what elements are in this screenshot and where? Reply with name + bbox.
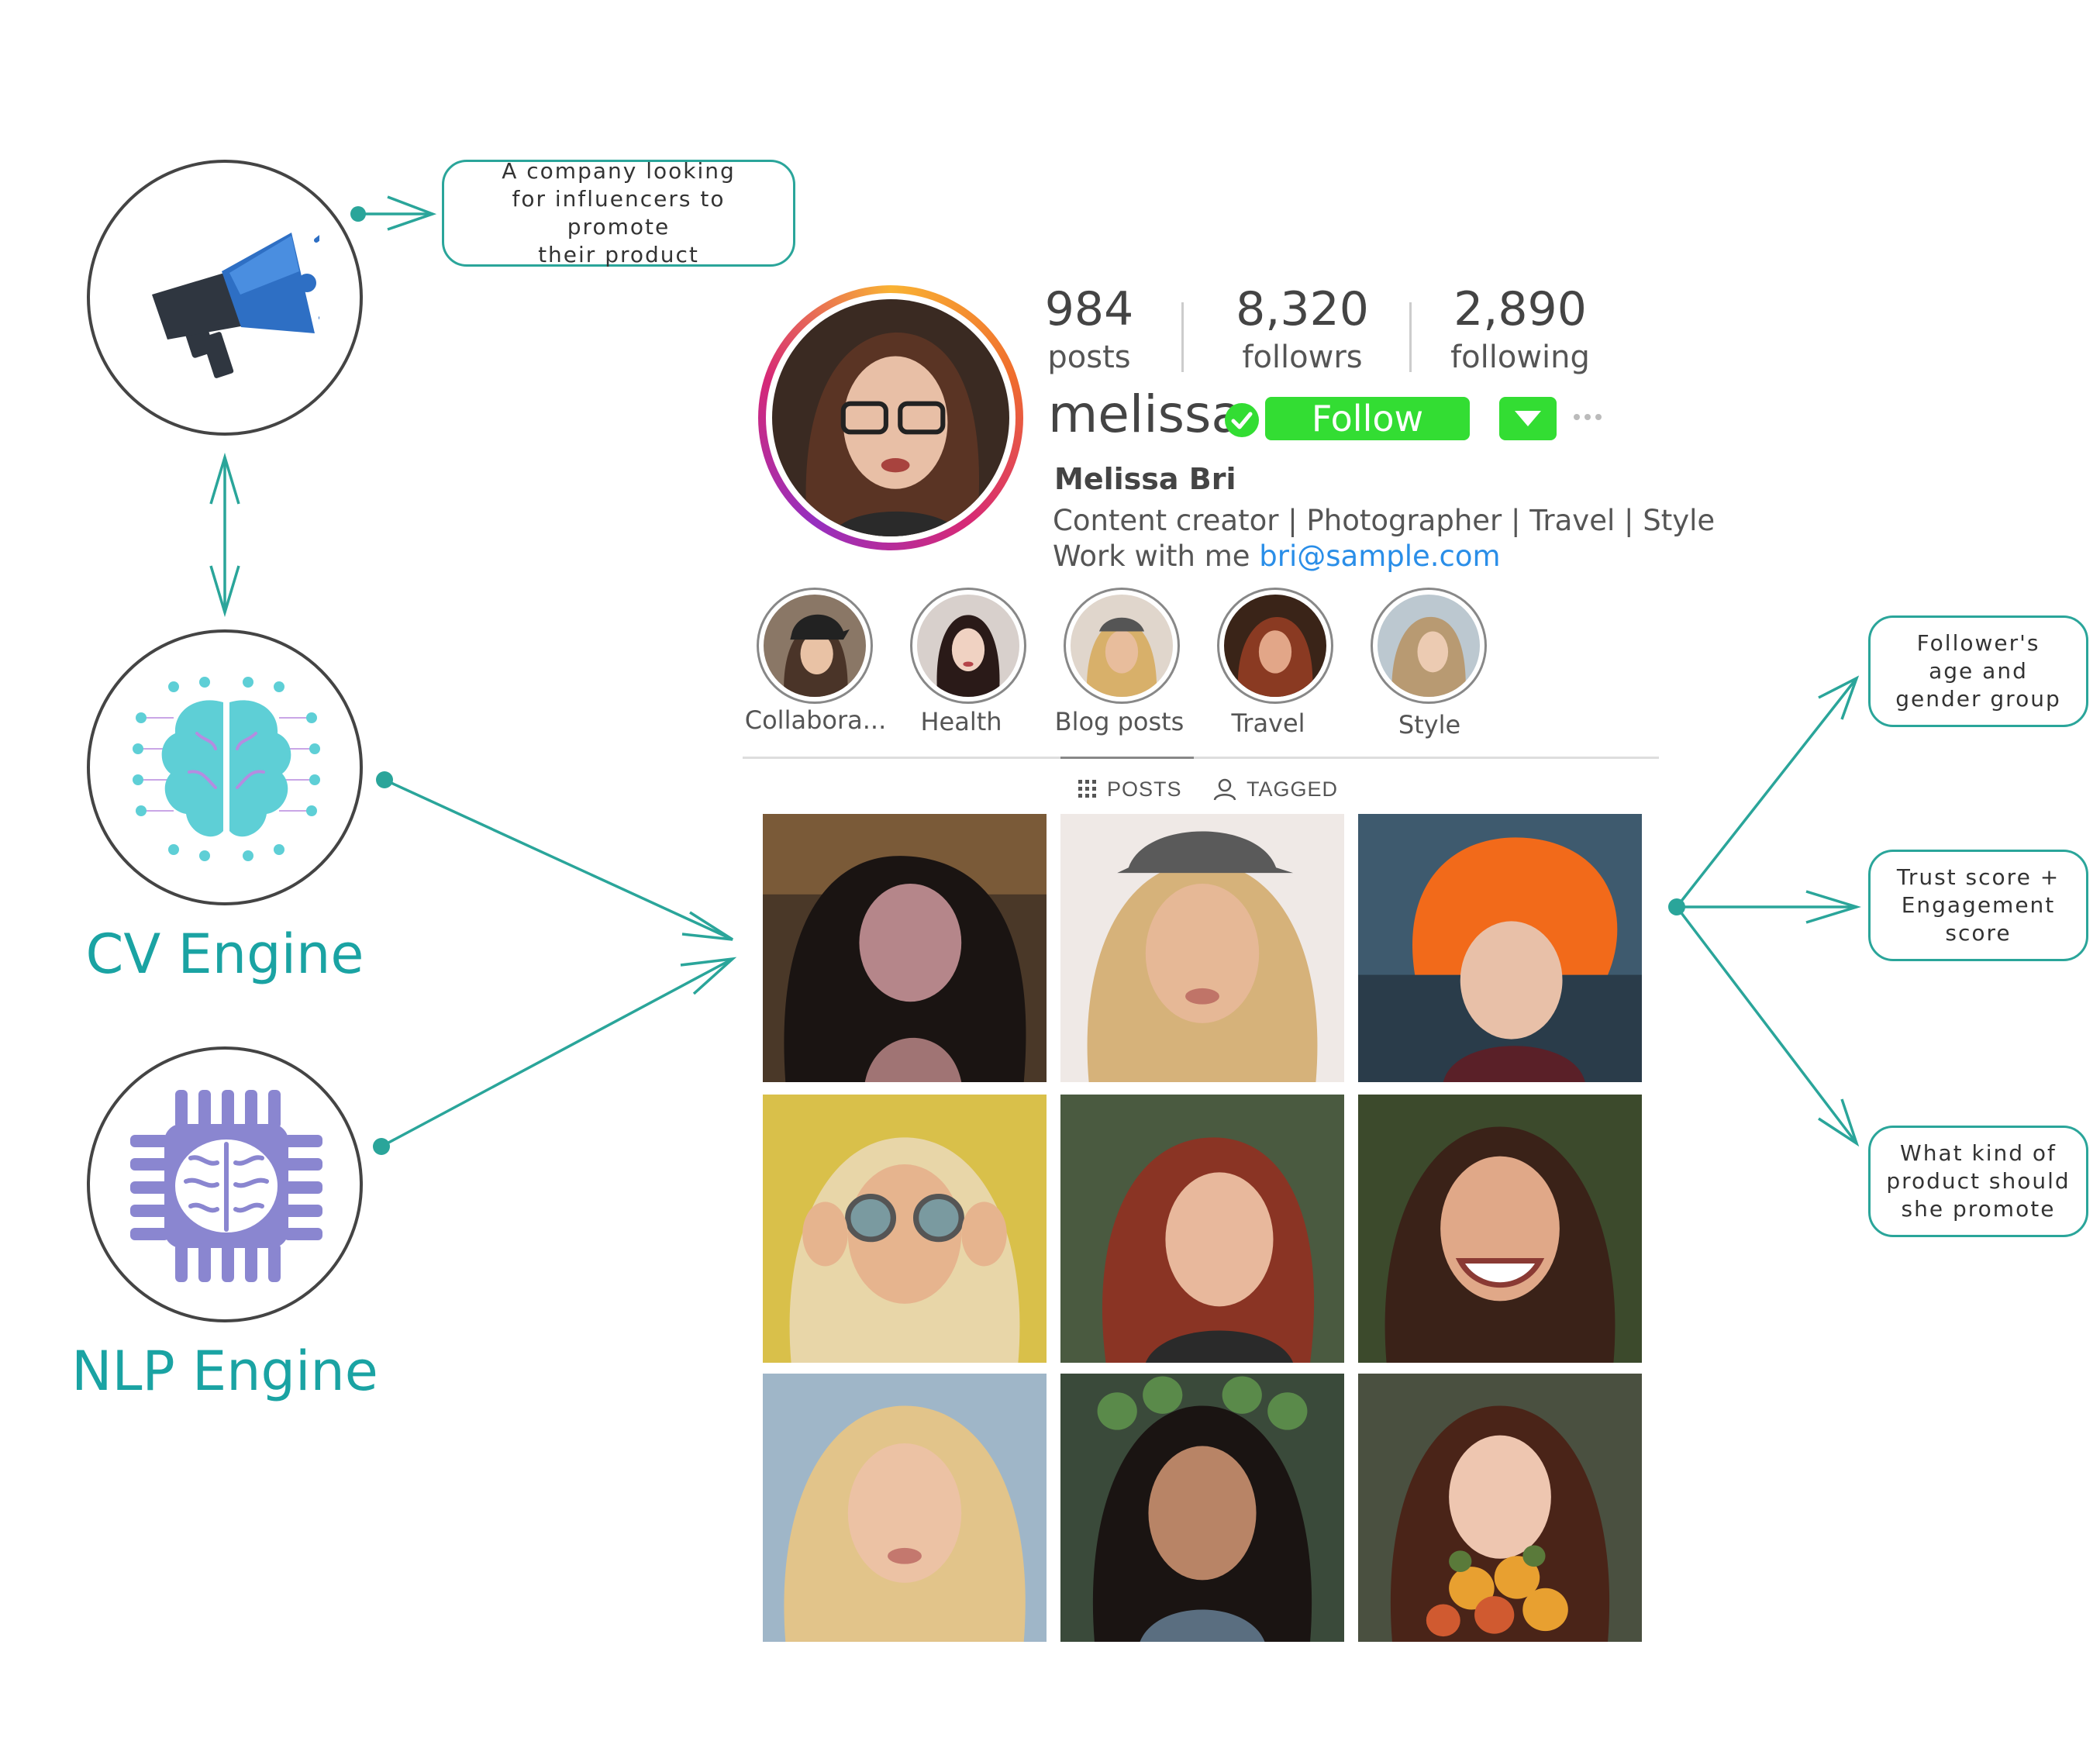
nlp-engine-label: NLP Engine	[71, 1339, 378, 1403]
demographics-callout: Follower's age and gender group	[1868, 615, 2088, 727]
scores-callout: Trust score + Engagement score	[1868, 850, 2088, 961]
cv-engine-label: CV Engine	[85, 922, 364, 986]
brain-network-icon	[133, 677, 320, 861]
product-callout: What kind of product should she promote	[1868, 1126, 2088, 1237]
cv-engine-node	[87, 629, 363, 905]
company-callout: A company looking for influencers to pro…	[442, 158, 795, 267]
brain-chip-icon	[130, 1090, 322, 1282]
nlp-engine-node	[87, 1046, 363, 1322]
megaphone-icon	[152, 233, 319, 378]
company-node	[87, 160, 363, 436]
